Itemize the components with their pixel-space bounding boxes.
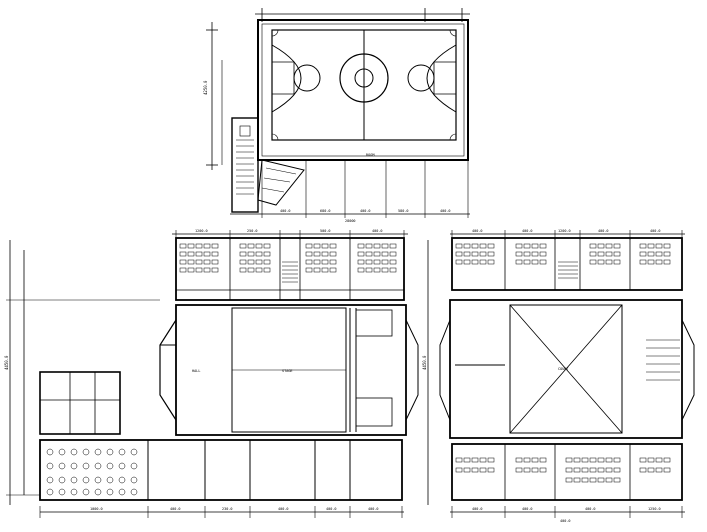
court-plan: 4250.0 ROOM bbox=[203, 8, 470, 223]
plan-b-dim-bottom-4: 1250.0 bbox=[648, 507, 661, 511]
plan-b-dim-top-2: 400.0 bbox=[522, 229, 533, 233]
court-dim-total: 28000 bbox=[345, 219, 356, 223]
court-dim-seg-5: 400.0 bbox=[440, 209, 451, 213]
plan-a-dim-top-2: 250.0 bbox=[247, 229, 258, 233]
plan-a-dim-top-4: 400.0 bbox=[372, 229, 383, 233]
plan-b-dim-top-5: 400.0 bbox=[650, 229, 661, 233]
plan-a-dim-left: 4450.0 bbox=[4, 355, 9, 370]
plan-b-court-label: COURT bbox=[558, 367, 569, 371]
plan-a-dim-bottom-4: 400.0 bbox=[278, 507, 289, 511]
plan-b-dim-bottom-1: 400.0 bbox=[472, 507, 483, 511]
plan-b-dim-bottom-3: 400.0 bbox=[585, 507, 596, 511]
court-dim-seg-2: 680.0 bbox=[320, 209, 331, 213]
court-dim-seg-1: 400.0 bbox=[280, 209, 291, 213]
plan-a-dim-bottom-1: 1000.0 bbox=[90, 507, 103, 511]
plan-a-stage-label: STAGE bbox=[282, 369, 293, 373]
plan-b: 400.0 400.0 1200.0 400.0 400.0 4450.0 bbox=[422, 229, 695, 523]
court-room-label: ROOM bbox=[366, 153, 374, 157]
court-dim-left: 4250.0 bbox=[203, 80, 208, 95]
plan-a-dim-bottom-5: 400.0 bbox=[326, 507, 337, 511]
plan-b-dim-left: 4450.0 bbox=[422, 355, 427, 370]
plan-b-dim-top-3: 1200.0 bbox=[558, 229, 571, 233]
plan-a-hall-label: HALL bbox=[192, 369, 200, 373]
plan-a-dim-top-1: 1200.0 bbox=[195, 229, 208, 233]
plan-b-dim-bottom-5: 400.0 bbox=[560, 519, 571, 523]
plan-b-dim-bottom-2: 400.0 bbox=[522, 507, 533, 511]
plan-a-dim-top-3: 500.0 bbox=[320, 229, 331, 233]
plan-a-dim-bottom-2: 400.0 bbox=[170, 507, 181, 511]
court-dim-seg-4: 580.0 bbox=[398, 209, 409, 213]
court-dim-seg-3: 400.0 bbox=[360, 209, 371, 213]
plan-a-dim-bottom-3: 230.0 bbox=[222, 507, 233, 511]
plan-b-dim-top-4: 400.0 bbox=[598, 229, 609, 233]
plan-b-dim-top-1: 400.0 bbox=[472, 229, 483, 233]
plan-a: 1200.0 250.0 500.0 400.0 4450.0 bbox=[4, 229, 419, 518]
plan-a-dim-bottom-6: 400.0 bbox=[368, 507, 379, 511]
